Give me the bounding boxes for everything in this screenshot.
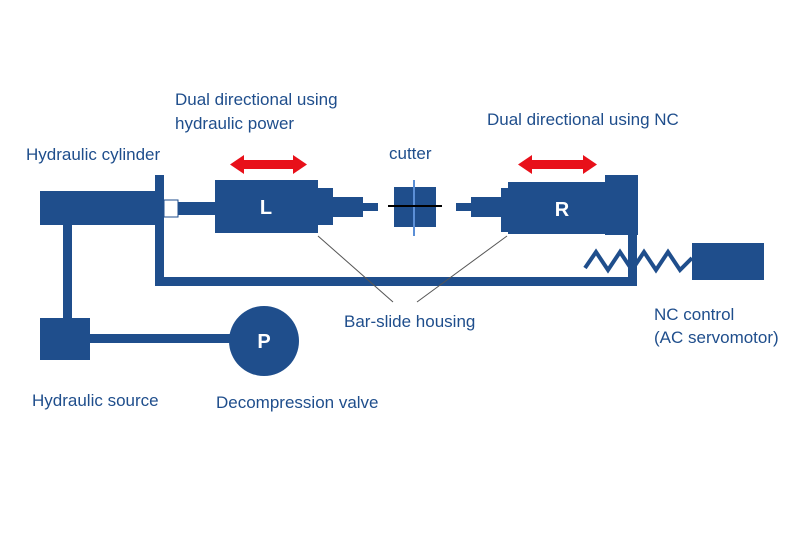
decompression-valve — [229, 306, 299, 376]
label-hydraulic-source: Hydraulic source — [32, 391, 159, 410]
pump-letter: P — [257, 331, 270, 353]
label-bar-slide-housing: Bar-slide housing — [344, 312, 476, 331]
right-direction-arrow — [518, 155, 597, 174]
left-head-step-2 — [333, 197, 363, 217]
right-head-cap — [605, 175, 638, 235]
leader-line-right — [416, 235, 508, 303]
label-dual-nc: Dual directional using NC — [487, 110, 679, 129]
frame-left-post — [155, 175, 164, 285]
right-head-step-2 — [471, 197, 501, 217]
hydraulic-cylinder — [40, 191, 155, 225]
cylinder-seal — [163, 199, 179, 218]
hydraulic-pipe-vertical — [63, 225, 72, 320]
label-nc-control-line2: (AC servomotor) — [654, 328, 779, 347]
right-head-tip — [456, 203, 471, 211]
label-nc-control-line1: NC control — [654, 305, 735, 324]
leader-line-left — [317, 235, 394, 303]
label-dual-hydraulic-line1: Dual directional using — [175, 90, 338, 109]
left-head-tip — [363, 203, 378, 211]
right-head-step-1 — [501, 188, 510, 232]
ac-servomotor — [692, 243, 764, 280]
hydraulic-pipe-horizontal — [90, 334, 230, 343]
hydraulic-source-block — [40, 318, 90, 360]
machine-bed — [155, 277, 637, 286]
frame-right-post — [628, 230, 637, 286]
left-direction-arrow — [230, 155, 307, 174]
spring-coupling — [583, 248, 694, 274]
left-head-letter: L — [260, 197, 272, 219]
label-decompression-valve: Decompression valve — [216, 393, 379, 412]
label-dual-hydraulic-line2: hydraulic power — [175, 114, 295, 133]
label-hydraulic-cylinder: Hydraulic cylinder — [26, 145, 161, 164]
left-head-step-1 — [318, 188, 333, 225]
left-head — [215, 180, 318, 233]
right-head-letter: R — [555, 199, 570, 221]
label-cutter: cutter — [389, 144, 432, 163]
